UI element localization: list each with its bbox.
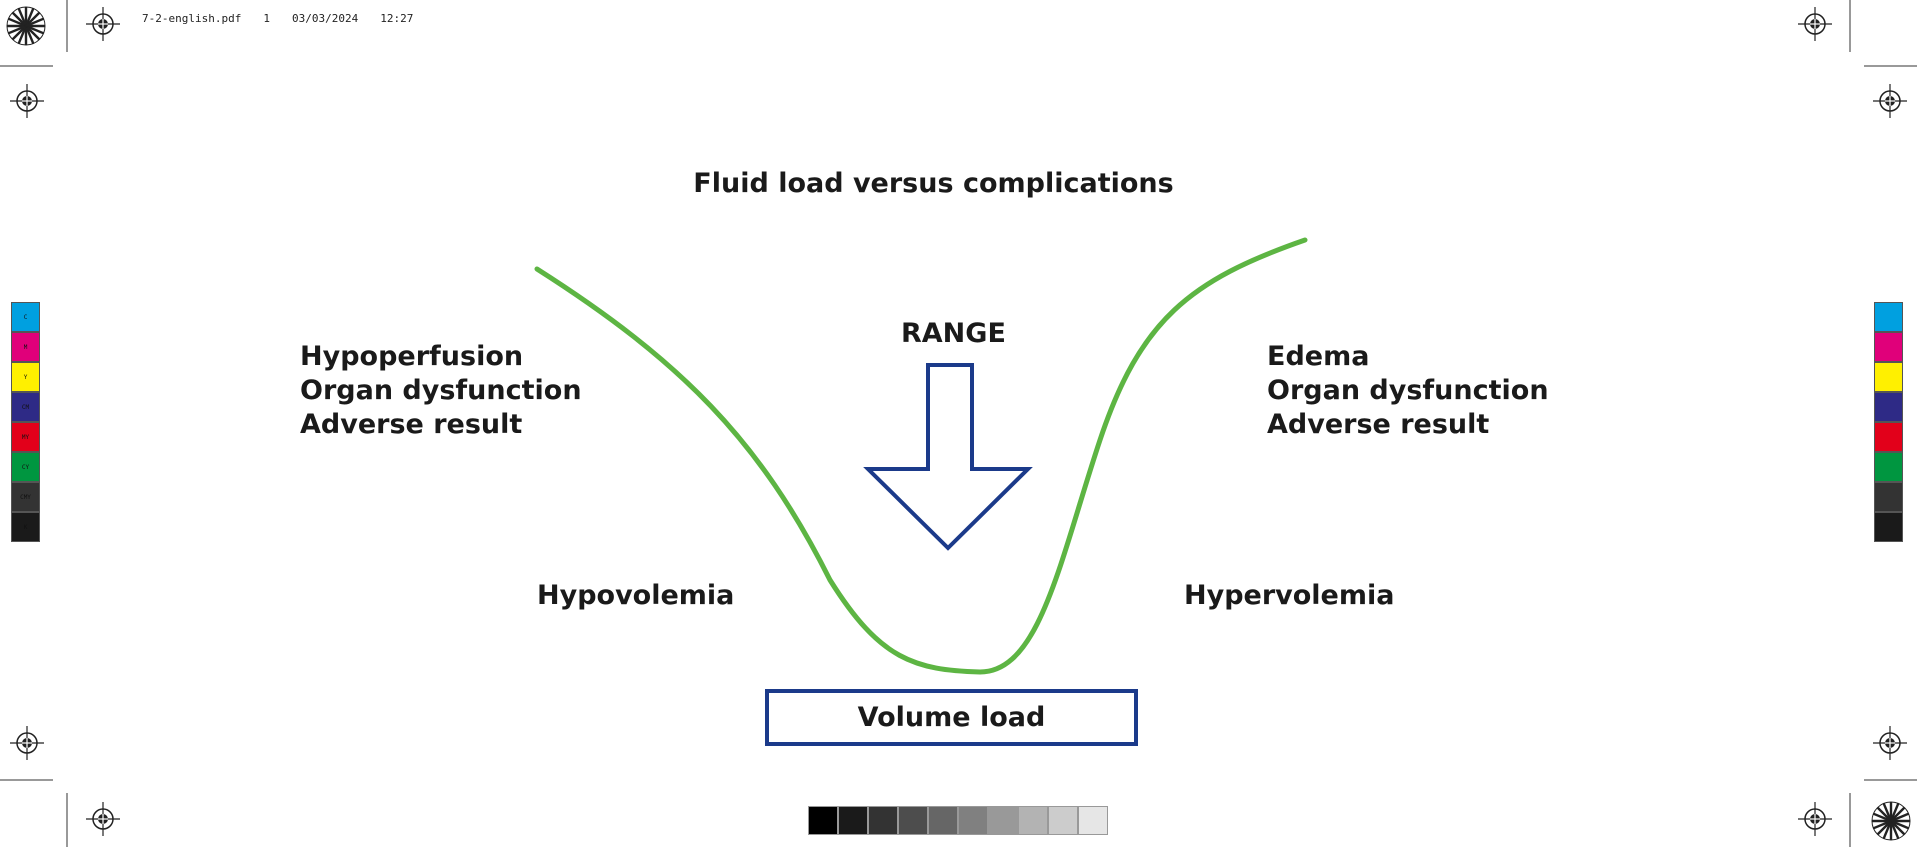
grey-swatch bbox=[1018, 806, 1048, 835]
color-swatch: C bbox=[11, 302, 40, 332]
color-swatch: M bbox=[11, 332, 40, 362]
registration-mark-icon bbox=[1797, 801, 1833, 837]
complications-curve bbox=[534, 237, 1308, 675]
registration-mark-icon bbox=[9, 83, 45, 119]
left-outcome-item: Adverse result bbox=[300, 409, 523, 440]
volume-load-label: Volume load bbox=[857, 702, 1046, 733]
grey-swatch bbox=[868, 806, 898, 835]
slug-filename: 7-2-english.pdf bbox=[142, 12, 242, 25]
hypervolemia-label: Hypervolemia bbox=[1184, 580, 1395, 611]
registration-mark-icon bbox=[85, 6, 121, 42]
color-swatch: Y bbox=[11, 362, 40, 392]
color-swatch bbox=[1874, 452, 1903, 482]
color-swatch: CMY bbox=[11, 482, 40, 512]
grey-swatch bbox=[1048, 806, 1078, 835]
color-swatch bbox=[1874, 332, 1903, 362]
grey-swatch bbox=[958, 806, 988, 835]
slug-time: 12:27 bbox=[380, 12, 414, 25]
color-swatch: CM bbox=[11, 392, 40, 422]
diagram-title: Fluid load versus complications bbox=[693, 168, 1174, 199]
print-slug: 7-2-english.pdf 1 03/03/2024 12:27 bbox=[142, 12, 435, 25]
hypoperfusion-outcomes: Hypoperfusion Organ dysfunction Adverse … bbox=[300, 340, 582, 442]
edema-outcomes: Edema Organ dysfunction Adverse result bbox=[1267, 340, 1549, 442]
color-swatch bbox=[1874, 422, 1903, 452]
slug-page: 1 bbox=[263, 12, 270, 25]
registration-mark-icon bbox=[85, 801, 121, 837]
grey-ramp bbox=[808, 806, 1108, 835]
registration-mark-icon bbox=[1872, 725, 1908, 761]
range-label: RANGE bbox=[901, 318, 1006, 349]
slug-date: 03/03/2024 bbox=[291, 12, 359, 25]
grey-swatch bbox=[838, 806, 868, 835]
registration-mark-icon bbox=[1797, 6, 1833, 42]
grey-swatch bbox=[1078, 806, 1108, 835]
hypovolemia-label: Hypovolemia bbox=[537, 580, 735, 611]
range-arrow-icon bbox=[863, 363, 1033, 551]
registration-mark-icon bbox=[1872, 83, 1908, 119]
star-target-icon bbox=[1870, 800, 1912, 842]
color-swatch bbox=[1874, 392, 1903, 422]
color-swatch bbox=[1874, 482, 1903, 512]
volume-load-box: Volume load bbox=[765, 689, 1138, 746]
color-swatch bbox=[1874, 512, 1903, 542]
right-outcome-item: Organ dysfunction bbox=[1267, 375, 1549, 406]
left-outcome-item: Hypoperfusion bbox=[300, 341, 524, 372]
grey-swatch bbox=[988, 806, 1018, 835]
right-outcome-item: Adverse result bbox=[1267, 409, 1490, 440]
left-outcome-item: Organ dysfunction bbox=[300, 375, 582, 406]
grey-swatch bbox=[898, 806, 928, 835]
color-swatch: K bbox=[11, 512, 40, 542]
color-swatch: CY bbox=[11, 452, 40, 482]
color-swatch: MY bbox=[11, 422, 40, 452]
grey-swatch bbox=[808, 806, 838, 835]
registration-mark-icon bbox=[9, 725, 45, 761]
star-target-icon bbox=[5, 5, 47, 47]
color-swatch bbox=[1874, 362, 1903, 392]
grey-swatch bbox=[928, 806, 958, 835]
right-outcome-item: Edema bbox=[1267, 341, 1370, 372]
right-color-bar bbox=[1874, 302, 1903, 542]
color-swatch bbox=[1874, 302, 1903, 332]
